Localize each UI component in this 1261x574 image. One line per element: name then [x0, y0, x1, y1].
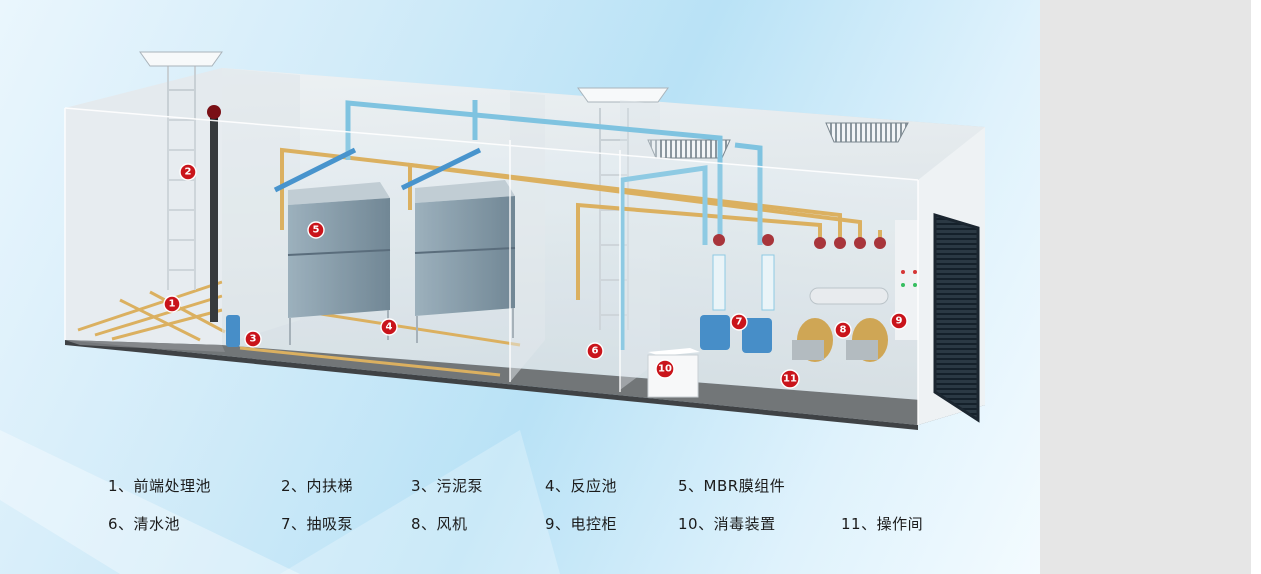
legend-item: 4、反应池 — [545, 477, 618, 495]
marker-3: 3 — [244, 330, 262, 348]
light-ray — [280, 430, 560, 574]
marker-9: 9 — [890, 312, 908, 330]
valve-icon — [207, 105, 221, 119]
marker-8: 8 — [834, 321, 852, 339]
suction-pump — [700, 234, 730, 350]
sludge-pump — [226, 315, 240, 347]
legend-item: 3、污泥泵 — [411, 477, 484, 495]
marker-5: 5 — [307, 221, 325, 239]
diagram-panel: 1 2 3 4 5 6 7 8 9 10 11 1、前端处理池 2、内扶梯 3、… — [0, 0, 1040, 574]
container-back-wall — [222, 68, 985, 405]
svg-text:8: 8 — [840, 325, 847, 336]
mbr-membrane-module — [400, 147, 516, 343]
mbr-plant-illustration: 1 2 3 4 5 6 7 8 9 10 11 — [0, 51, 985, 574]
marker-1: 1 — [163, 295, 181, 313]
louvered-door — [933, 212, 980, 423]
legend-item: 10、消毒装置 — [678, 515, 776, 533]
container-left-wall — [65, 68, 222, 345]
marker-2: 2 — [179, 163, 197, 181]
page-margin — [1251, 0, 1261, 574]
manhole-covers — [139, 51, 909, 159]
legend-item: 11、操作间 — [841, 515, 924, 533]
svg-text:6: 6 — [592, 346, 599, 357]
legend-item: 6、清水池 — [108, 515, 181, 533]
gray-side-panel — [1040, 0, 1251, 574]
svg-text:9: 9 — [896, 316, 903, 327]
svg-text:5: 5 — [313, 225, 320, 236]
legend-item: 2、内扶梯 — [281, 477, 354, 495]
legend-item: 1、前端处理池 — [108, 477, 212, 495]
blower-fans — [792, 237, 889, 362]
marker-7: 7 — [730, 313, 748, 331]
svg-text:2: 2 — [185, 167, 192, 178]
legend-item: 5、MBR膜组件 — [678, 477, 786, 495]
disinfection-box — [647, 348, 700, 398]
air-pipes — [280, 147, 882, 300]
marker-6: 6 — [586, 342, 604, 360]
legend-item: 9、电控柜 — [545, 515, 618, 533]
legend-item: 7、抽吸泵 — [281, 515, 354, 533]
legend-item: 8、风机 — [411, 515, 468, 533]
sludge-pipe — [210, 112, 218, 322]
svg-text:4: 4 — [386, 322, 393, 333]
light-ray — [0, 430, 300, 574]
svg-text:7: 7 — [736, 317, 743, 328]
marker-10: 10 — [655, 359, 675, 379]
suction-pump — [742, 234, 775, 353]
ladder-middle — [599, 108, 629, 330]
container-floor — [65, 340, 985, 425]
marker-4: 4 — [380, 318, 398, 336]
svg-text:11: 11 — [783, 374, 797, 385]
svg-text:1: 1 — [169, 299, 176, 310]
svg-text:3: 3 — [250, 334, 257, 345]
aeration-pipes — [77, 280, 521, 377]
marker-11: 11 — [780, 369, 800, 389]
svg-text:10: 10 — [658, 364, 672, 375]
